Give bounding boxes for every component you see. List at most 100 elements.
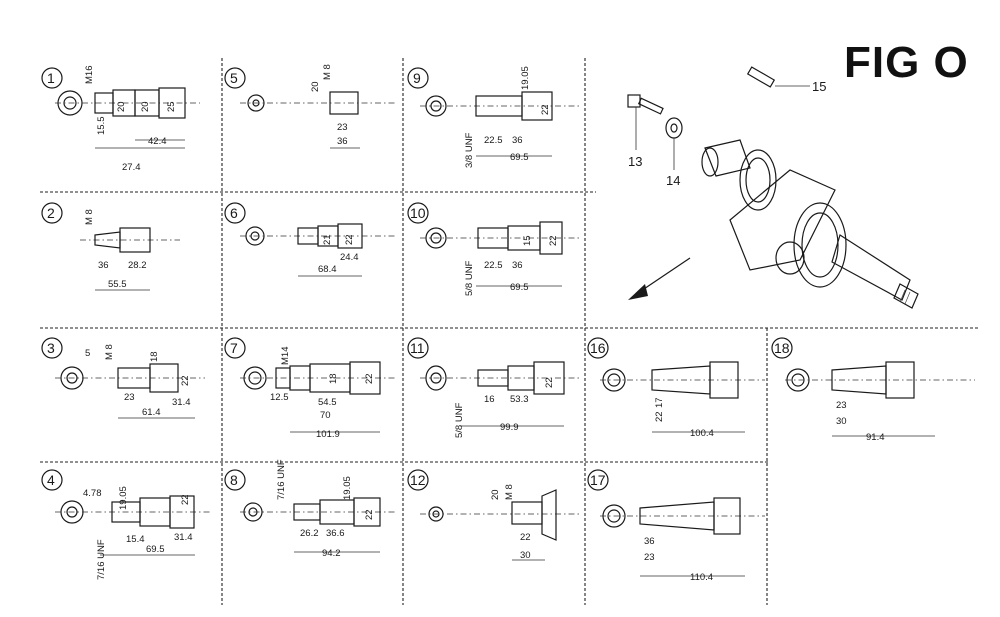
panel-2: 2 M 8 36 28.2 55.5 (41, 202, 180, 291)
panel-number: 8 (230, 472, 238, 488)
panel-18: 18 23 30 91.4 (771, 337, 975, 443)
dim-label: 36 (512, 260, 523, 271)
dim-label: 20 (310, 81, 321, 92)
panel-8: 8 7/16 UNF 19.05 22 26.2 36.6 94.2 (224, 459, 395, 559)
dim-label: 3/8 UNF (464, 132, 475, 168)
panel-7: 7 M14 12.5 18 22 54.5 70 101.9 (224, 337, 395, 440)
dim-label: 5 (85, 348, 90, 359)
dim-label: 15.5 (96, 117, 107, 136)
dim-label: 54.5 (318, 397, 337, 408)
dim-label: 22 (180, 375, 191, 386)
panel-number: 5 (230, 70, 238, 86)
panel-9: 9 19.05 22 3/8 UNF 22.5 36 69.5 (407, 66, 580, 168)
dim-label: 69.5 (510, 282, 529, 293)
dim-label: 7/16 UNF (276, 459, 287, 500)
exploded-view: 15 13 14 (627, 66, 919, 309)
dim-label: 36 (644, 536, 655, 547)
dim-label: 22.5 (484, 135, 503, 146)
dim-label: 22 (654, 411, 665, 422)
dim-label: 24.4 (340, 252, 359, 263)
washer-part: 14 (665, 117, 683, 188)
direction-arrow (628, 257, 691, 300)
dim-label: 53.3 (510, 394, 529, 405)
panel-3: 3 M 8 5 18 23 22 31.4 61.4 (41, 337, 205, 419)
dim-label: 22 (344, 234, 355, 245)
dim-label: 22 (548, 235, 559, 246)
dim-label: 100.4 (690, 428, 714, 439)
dim-label: 22 (364, 509, 375, 520)
dim-label: 30 (520, 550, 531, 561)
dim-label: 61.4 (142, 407, 161, 418)
dim-label: 30 (836, 416, 847, 427)
panel-number: 3 (47, 340, 55, 356)
panel-number: 11 (410, 340, 425, 356)
dim-label: 23 (836, 400, 847, 411)
panel-number: 9 (413, 70, 421, 86)
dim-label: 31.4 (172, 397, 191, 408)
dim-label: 16 (484, 394, 495, 405)
dim-label: 5/8 UNF (454, 402, 465, 438)
panel-number: 10 (410, 205, 426, 221)
dim-label: 22 (180, 494, 191, 505)
dim-label: 22.5 (484, 260, 503, 271)
dim-label: 20 (116, 101, 127, 112)
dim-label: 23 (337, 122, 348, 133)
dim-label: 27.4 (122, 162, 141, 173)
dim-label: 101.9 (316, 429, 340, 440)
dim-label: 69.5 (146, 544, 165, 555)
dim-label: 42.4 (148, 136, 167, 147)
figure-title: FIG O (844, 38, 969, 87)
dim-label: M 8 (84, 209, 95, 225)
panel-number: 2 (47, 205, 55, 221)
panel-1: 1 M16 20 20 25 15.5 42.4 27.4 (41, 66, 200, 173)
dim-label: 36 (512, 135, 523, 146)
panel-grid (40, 58, 980, 605)
dim-label: M 8 (104, 344, 115, 360)
dim-label: 110.4 (690, 572, 713, 583)
dim-label: 15 (522, 235, 533, 246)
callout-key: 15 (812, 79, 826, 94)
panel-number: 4 (47, 472, 55, 488)
panel-number: 6 (230, 205, 238, 221)
dim-label: 19.05 (342, 476, 353, 500)
panel-number: 16 (590, 340, 606, 356)
dim-label: 36 (337, 136, 348, 147)
dim-label: 7/16 UNF (96, 539, 107, 580)
dim-label: 22 (540, 104, 551, 115)
crankshaft-part (701, 139, 919, 309)
dim-label: 36 (98, 260, 109, 271)
panel-11: 11 5/8 UNF 16 22 53.3 99.9 (407, 337, 580, 438)
dim-label: 21 (322, 234, 333, 245)
dim-label: 99.9 (500, 422, 519, 433)
dim-label: 5/8 UNF (464, 260, 475, 296)
key-part: 15 (746, 66, 826, 94)
panel-17: 17 36 23 110.4 (587, 469, 765, 583)
panel-number: 7 (230, 340, 238, 356)
dim-label: 22 (544, 377, 555, 388)
dim-label: 55.5 (108, 279, 127, 290)
panel-12: 12 20 M 8 22 30 (407, 469, 580, 561)
dim-label: 31.4 (174, 532, 193, 543)
dim-label: 28.2 (128, 260, 147, 271)
dim-label: 70 (320, 410, 331, 421)
panel-number: 17 (590, 472, 606, 488)
dim-label: 19.05 (118, 486, 129, 510)
dim-label: M 8 (504, 484, 515, 500)
panel-5: 5 20 M 8 23 36 (224, 64, 395, 149)
dim-label: 22 (364, 373, 375, 384)
dim-label: 69.5 (510, 152, 529, 163)
dim-label: 26.2 (300, 528, 319, 539)
panel-number: 12 (410, 472, 426, 488)
panel-10: 10 15 22 5/8 UNF 22.5 36 69.5 (407, 202, 580, 296)
dim-label: 12.5 (270, 392, 289, 403)
dim-label: M14 (280, 347, 291, 365)
dim-label: 18 (328, 373, 339, 384)
dim-label: 94.2 (322, 548, 341, 559)
callout-bolt: 13 (628, 154, 642, 169)
dim-label: 20 (140, 101, 151, 112)
callout-washer: 14 (666, 173, 680, 188)
dim-label: 23 (124, 392, 135, 403)
dim-label: 4.78 (83, 488, 102, 499)
dim-label: 20 (490, 489, 501, 500)
